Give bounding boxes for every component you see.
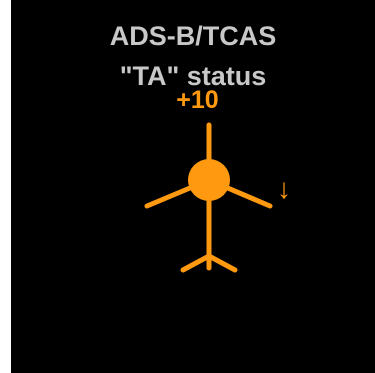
- traffic-advisory-circle: [188, 159, 230, 201]
- display-title-line2: "TA" status: [119, 61, 267, 91]
- aircraft-right-tail: [206, 253, 238, 273]
- vertical-trend-arrow: ↓: [277, 173, 291, 204]
- display-title-line1: ADS-B/TCAS: [109, 21, 277, 51]
- aircraft-left-tail: [180, 253, 212, 273]
- relative-altitude-label: +10: [176, 86, 219, 114]
